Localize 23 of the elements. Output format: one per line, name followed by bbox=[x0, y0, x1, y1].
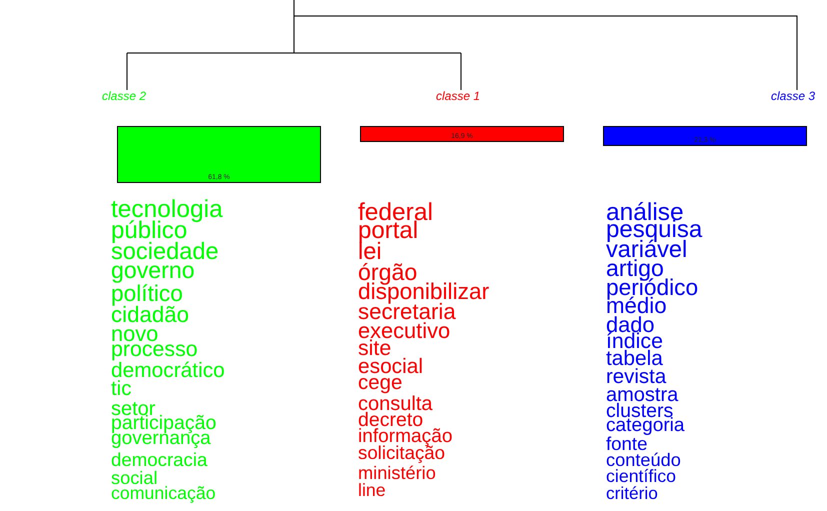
word-label: científico bbox=[606, 468, 676, 486]
word-label: site bbox=[358, 338, 392, 360]
class-label: classe 3 bbox=[771, 89, 816, 103]
class-label: classe 1 bbox=[436, 89, 480, 103]
word-label: informação bbox=[358, 426, 452, 446]
word-label: categoria bbox=[606, 416, 685, 436]
word-label: ministério bbox=[358, 464, 436, 482]
word-label: artigo bbox=[606, 256, 664, 280]
word-label: político bbox=[111, 282, 183, 305]
word-label: social bbox=[111, 469, 158, 488]
class-bar bbox=[360, 126, 564, 142]
word-label: cidadão bbox=[111, 304, 189, 326]
word-label: tic bbox=[111, 379, 132, 400]
class-bar bbox=[603, 126, 807, 146]
word-label: secretaria bbox=[358, 301, 456, 324]
word-label: line bbox=[358, 482, 386, 500]
word-label: democracia bbox=[111, 450, 208, 470]
class-bar bbox=[117, 126, 321, 183]
word-label: órgão bbox=[358, 260, 418, 284]
class-label: classe 2 bbox=[102, 89, 146, 103]
word-label: critério bbox=[606, 484, 658, 502]
word-label: revista bbox=[606, 366, 666, 388]
word-label: comunicação bbox=[111, 484, 216, 502]
